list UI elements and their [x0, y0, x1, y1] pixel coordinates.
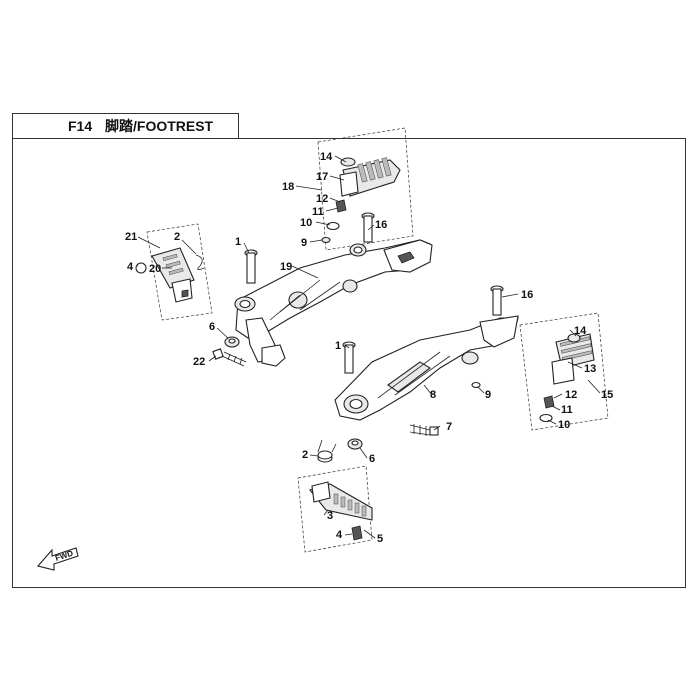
- right-footrest-bracket: [334, 315, 519, 421]
- group-boundary-left-peg: [146, 223, 213, 321]
- lower-footpeg: [309, 481, 373, 541]
- callout-6-lower: 6: [369, 453, 375, 465]
- callout-16-upper: 16: [375, 219, 387, 231]
- callout-22: 22: [193, 356, 205, 368]
- diagram-code: F14: [68, 118, 93, 134]
- callout-9-upper: 9: [301, 237, 307, 249]
- upper-footpeg-assembly: [321, 157, 401, 244]
- callout-21: 21: [125, 231, 137, 243]
- callout-8: 8: [430, 389, 436, 401]
- callout-5: 5: [377, 533, 383, 545]
- callout-10-upper: 10: [300, 217, 312, 229]
- diagram-title-box: F14 脚踏/FOOTREST: [12, 113, 239, 139]
- group-boundary-upper-peg: [317, 127, 414, 251]
- left-footpeg: [135, 247, 205, 303]
- diagram-frame: [12, 138, 686, 588]
- callout-9-right: 9: [485, 389, 491, 401]
- diagram-title: 脚踏/FOOTREST: [105, 118, 214, 134]
- bolt-22: [212, 348, 247, 367]
- callout-6-left: 6: [209, 321, 215, 333]
- callout-2-lower: 2: [302, 449, 308, 461]
- spring-2-lower: [317, 439, 337, 463]
- callout-14-upper: 14: [320, 151, 333, 163]
- nut-6-lower: [347, 438, 363, 450]
- callout-2-upper: 2: [174, 231, 180, 243]
- callout-4-lower: 4: [336, 529, 343, 541]
- pin-1-right: [342, 341, 356, 374]
- callout-12-upper: 12: [316, 193, 328, 205]
- callout-16-right: 16: [521, 289, 533, 301]
- callout-1-right: 1: [335, 340, 341, 352]
- nut-6-left: [224, 336, 240, 348]
- pin-16-upper: [361, 212, 375, 243]
- leader-lines: [136, 155, 601, 539]
- callout-10-right: 10: [558, 419, 570, 431]
- callout-1-left: 1: [235, 236, 241, 248]
- pin-1-left: [244, 249, 258, 284]
- callout-13: 13: [584, 363, 596, 375]
- group-boundary-right-peg: [519, 312, 609, 431]
- callout-14-right: 14: [574, 325, 587, 337]
- callout-17: 17: [316, 171, 328, 183]
- left-footrest-bracket: [234, 239, 433, 367]
- callout-11-right: 11: [561, 404, 573, 416]
- pin-16-right: [490, 285, 504, 316]
- callout-18: 18: [282, 181, 294, 193]
- bolt-7: [409, 424, 439, 436]
- callout-12-right: 12: [565, 389, 577, 401]
- callout-11-upper: 11: [312, 206, 324, 218]
- forward-direction-arrow: FWD: [36, 547, 79, 571]
- clip-9-right: [471, 381, 481, 389]
- callout-19: 19: [280, 261, 292, 273]
- right-footpeg: [539, 333, 595, 423]
- callout-3: 3: [327, 510, 333, 522]
- callout-15: 15: [601, 389, 613, 401]
- callout-7: 7: [446, 421, 452, 433]
- callout-20: 20: [149, 263, 161, 275]
- callout-4-left: 4: [127, 261, 134, 273]
- group-boundary-lower-peg: [297, 465, 373, 553]
